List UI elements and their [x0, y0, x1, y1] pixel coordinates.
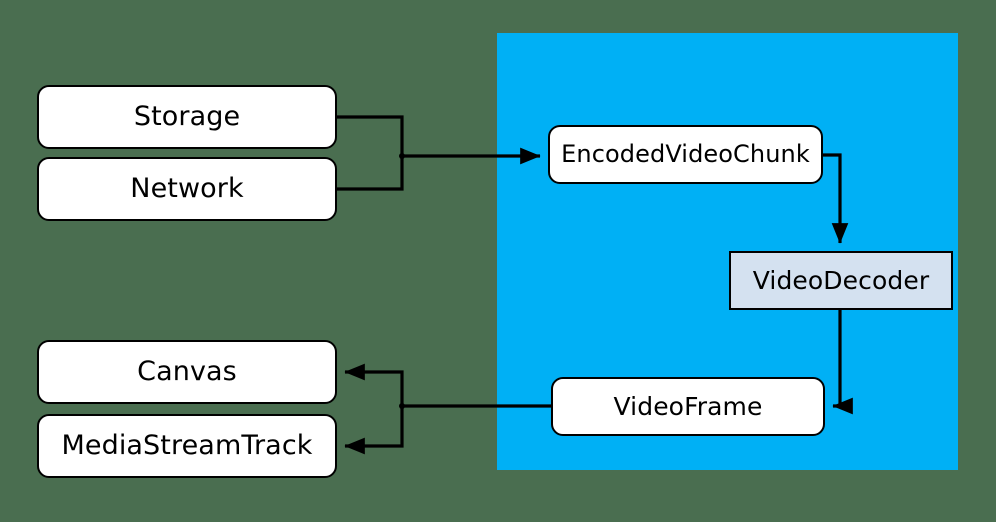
node-canvas-label: Canvas: [137, 356, 237, 388]
edge-chunk-to-decoder: [823, 153, 849, 244]
node-video-frame-label: VideoFrame: [613, 391, 763, 421]
node-media-stream-track-label: MediaStreamTrack: [61, 430, 313, 462]
node-storage[interactable]: Storage: [37, 85, 337, 149]
node-media-stream-track[interactable]: MediaStreamTrack: [37, 414, 337, 478]
node-encoded-video-chunk-label: EncodedVideoChunk: [561, 140, 810, 169]
node-canvas[interactable]: Canvas: [37, 340, 337, 404]
edge-decoder-to-frame: [832, 310, 853, 415]
node-video-frame[interactable]: VideoFrame: [551, 377, 825, 436]
node-encoded-video-chunk[interactable]: EncodedVideoChunk: [548, 125, 823, 184]
edge-network-to-chunk: [337, 156, 404, 191]
edge-junction-to-canvas: [344, 363, 404, 406]
edge-junction-to-mediastreamtrack: [344, 406, 404, 455]
node-storage-label: Storage: [133, 101, 241, 133]
node-video-decoder-label: VideoDecoder: [752, 265, 930, 295]
node-network-label: Network: [130, 173, 244, 205]
edge-storage-to-chunk: [337, 115, 404, 156]
junction-dot-bottom: [399, 403, 405, 409]
node-video-decoder[interactable]: VideoDecoder: [729, 251, 953, 310]
junction-dot-top: [399, 153, 405, 159]
node-network[interactable]: Network: [37, 157, 337, 221]
